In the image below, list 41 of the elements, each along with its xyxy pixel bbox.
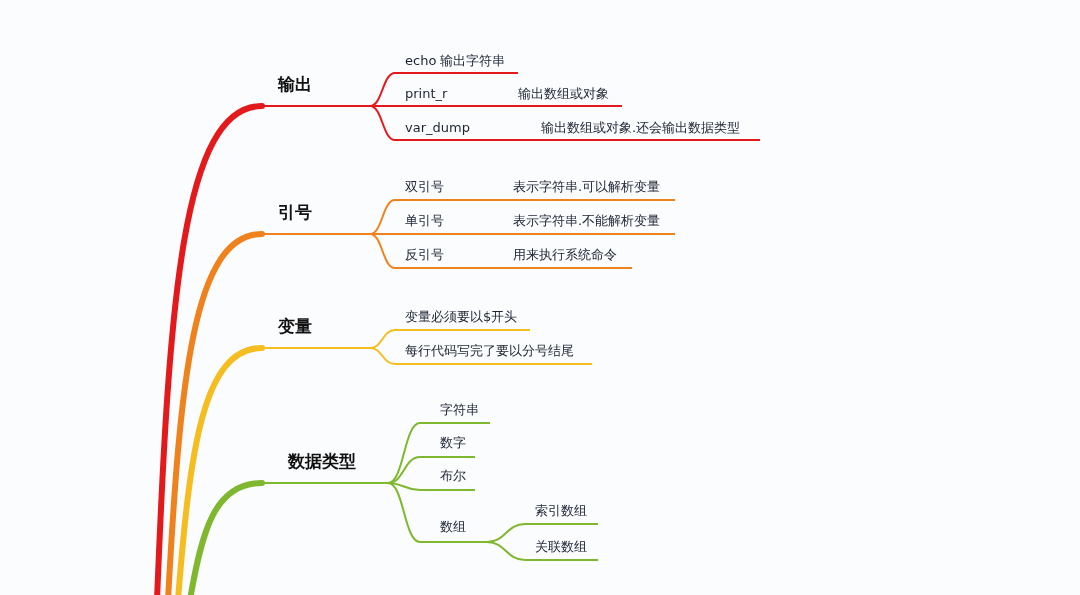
subtopic-node: 表示字符串.可以解析变量 [503,178,675,201]
subtopic-node: 用来执行系统命令 [503,246,632,269]
connector-line [369,199,396,235]
connector-line [387,422,421,484]
connector-line [369,347,396,365]
branch-line [154,103,265,595]
connector-line [369,72,396,107]
topic-node: 数据类型 [262,449,388,484]
connector-line [504,139,516,141]
connector-line [387,482,421,491]
subtopic-node: 双引号 [395,178,493,201]
subtopic-node: 反引号 [395,246,493,269]
connector-line [492,199,504,201]
subtopic-node: 数组 [420,518,487,543]
branch-line [165,231,265,595]
subtopic-node: 关联数组 [525,538,598,561]
subtopic-node: 数字 [420,434,475,458]
topic-node: 引号 [262,200,370,235]
connector-line [492,233,504,235]
subtopic-node: echo 输出字符串 [395,52,518,74]
branch-line [187,480,265,595]
connector-line [494,105,506,107]
subtopic-node: var_dump [395,119,505,141]
subtopic-node: 输出数组或对象.还会输出数据类型 [515,119,760,141]
subtopic-node: 表示字符串.不能解析变量 [503,212,675,235]
topic-node: 输出 [262,72,370,107]
topic-node: 变量 [262,314,370,349]
subtopic-node: 字符串 [420,401,490,424]
connector-line [486,541,526,561]
subtopic-node: 索引数组 [525,502,598,525]
branch-line [175,345,265,595]
connector-line [492,267,504,269]
connector-line [369,233,396,269]
subtopic-node: print_r [395,85,495,107]
subtopic-node: 布尔 [420,467,475,491]
connector-line [369,105,396,141]
subtopic-node: 单引号 [395,212,493,235]
connector-line [387,482,421,543]
subtopic-node: 变量必须要以$开头 [395,308,530,331]
subtopic-node: 输出数组或对象 [505,85,622,107]
subtopic-node: 每行代码写完了要以分号结尾 [395,342,592,365]
